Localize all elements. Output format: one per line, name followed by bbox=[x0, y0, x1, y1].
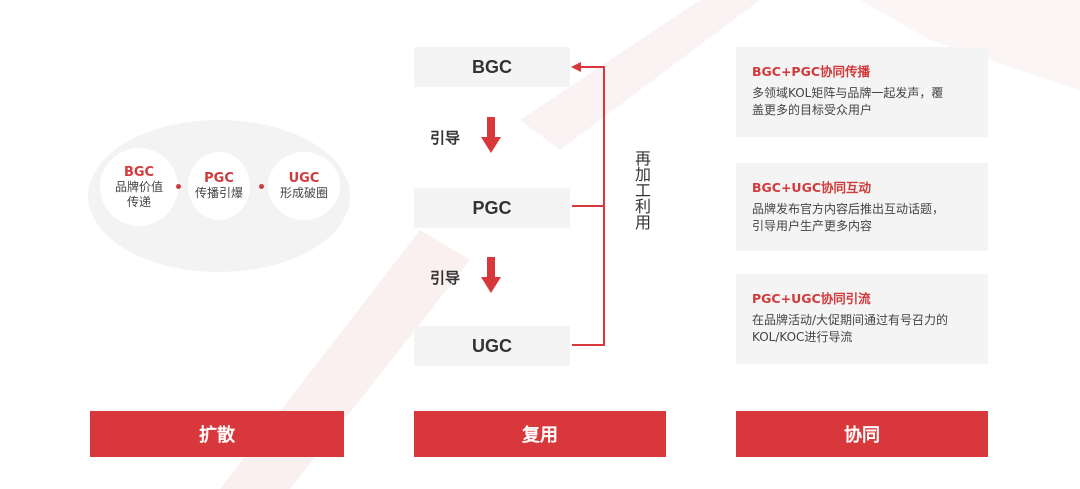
card-body-line: 品牌发布官方内容后推出互动话题， bbox=[752, 202, 945, 216]
synergy-bar: 协同 bbox=[736, 411, 988, 457]
bgc-circle-desc-line1: 品牌价值 bbox=[114, 179, 163, 194]
stage-box-pgc: PGC bbox=[414, 188, 570, 228]
card-body-line: 引导用户生产更多内容 bbox=[752, 219, 873, 233]
card-title: BGC+UGC协同互动 bbox=[752, 180, 872, 195]
diffusion-bar: 扩散 bbox=[90, 411, 344, 457]
guide-label: 引导 bbox=[430, 129, 461, 147]
card-body-line: 盖更多的目标受众用户 bbox=[752, 103, 873, 117]
pgc-circle-title: PGC bbox=[204, 171, 234, 186]
feedback-line bbox=[572, 66, 605, 346]
bgc-circle-desc-line2: 传递 bbox=[126, 194, 151, 209]
pgc-circle-desc: 传播引爆 bbox=[194, 186, 243, 200]
reuse-bar: 复用 bbox=[414, 411, 666, 457]
ugc-circle-title: UGC bbox=[288, 171, 320, 186]
separator-dot bbox=[176, 184, 181, 189]
guide-label: 引导 bbox=[430, 269, 461, 287]
stage-box-bgc: BGC bbox=[414, 47, 570, 87]
ugc-circle-desc: 形成破圈 bbox=[279, 186, 328, 200]
stage-box-ugc: UGC bbox=[414, 326, 570, 366]
left-arrow-icon bbox=[571, 62, 581, 72]
card-body-line: 多领域KOL矩阵与品牌一起发声，覆 bbox=[752, 86, 944, 100]
synergy-card: BGC+UGC协同互动 品牌发布官方内容后推出互动话题， 引导用户生产更多内容 bbox=[736, 163, 988, 251]
synergy-card: PGC+UGC协同引流 在品牌活动/大促期间通过有号召力的 KOL/KOC进行导… bbox=[736, 274, 988, 364]
card-title: BGC+PGC协同传播 bbox=[752, 64, 871, 79]
down-arrow-icon bbox=[481, 257, 501, 293]
ugc-circle: UGC 形成破圈 bbox=[268, 152, 340, 220]
card-body-line: KOL/KOC进行导流 bbox=[752, 330, 853, 344]
bgc-circle: BGC 品牌价值 传递 bbox=[100, 148, 178, 226]
down-arrow-icon bbox=[481, 117, 501, 153]
card-body-line: 在品牌活动/大促期间通过有号召力的 bbox=[752, 313, 949, 327]
separator-dot bbox=[259, 184, 264, 189]
synergy-card: BGC+PGC协同传播 多领域KOL矩阵与品牌一起发声，覆 盖更多的目标受众用户 bbox=[736, 47, 988, 137]
bgc-circle-title: BGC bbox=[123, 164, 155, 180]
pgc-circle: PGC 传播引爆 bbox=[188, 152, 250, 220]
reuse-label: 再加工利用 bbox=[632, 150, 651, 230]
card-title: PGC+UGC协同引流 bbox=[752, 291, 871, 306]
